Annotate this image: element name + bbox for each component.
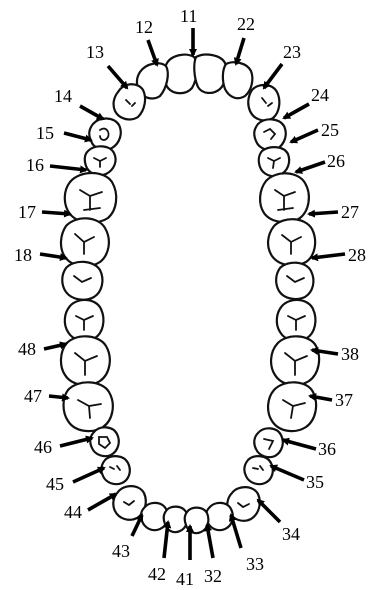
label-11: 11 <box>180 6 197 26</box>
label-38: 38 <box>341 344 359 364</box>
label-23: 23 <box>283 42 301 62</box>
arrow-16 <box>50 166 86 170</box>
arrow-13 <box>108 66 127 88</box>
arrow-44 <box>88 494 116 510</box>
tooth-33 <box>206 503 233 530</box>
label-16: 16 <box>26 155 44 175</box>
arrow-36 <box>283 440 316 449</box>
label-14: 14 <box>54 86 72 106</box>
arrow-25 <box>291 130 318 142</box>
label-36: 36 <box>318 439 336 459</box>
lower-arch <box>61 300 319 533</box>
arrow-27 <box>309 212 338 214</box>
arrow-45 <box>73 468 104 482</box>
label-25: 25 <box>321 120 339 140</box>
arrow-46 <box>60 438 92 446</box>
label-26: 26 <box>327 151 345 171</box>
arrow-14 <box>80 106 103 119</box>
tooth-24 <box>254 119 286 150</box>
label-32: 32 <box>204 566 222 586</box>
label-18: 18 <box>14 245 32 265</box>
label-35: 35 <box>306 472 324 492</box>
label-41: 41 <box>176 569 194 589</box>
label-48: 48 <box>18 339 36 359</box>
arrow-34 <box>258 500 280 522</box>
arrow-18 <box>40 254 66 258</box>
tooth-14 <box>89 118 121 149</box>
arrow-32 <box>207 525 213 558</box>
tooth-21 <box>194 55 226 93</box>
tooth-46 <box>90 427 119 456</box>
arrow-28 <box>312 254 345 258</box>
tooth-labels: 11 12 13 14 15 16 17 18 22 23 24 25 26 2… <box>14 6 366 589</box>
label-45: 45 <box>46 474 64 494</box>
tooth-23 <box>248 85 279 120</box>
label-37: 37 <box>335 390 353 410</box>
tooth-41-32 <box>185 508 209 534</box>
label-34: 34 <box>282 524 300 544</box>
arrow-47 <box>49 396 68 398</box>
tooth-45 <box>101 456 130 484</box>
label-13: 13 <box>86 42 104 62</box>
arrow-12 <box>148 40 157 65</box>
arrow-35 <box>271 466 304 480</box>
tooth-36 <box>254 428 283 457</box>
tooth-13 <box>114 84 145 119</box>
label-44: 44 <box>64 502 82 522</box>
label-46: 46 <box>34 437 52 457</box>
arrow-24 <box>284 104 309 118</box>
arrow-42 <box>164 522 168 558</box>
label-24: 24 <box>311 85 329 105</box>
label-42: 42 <box>148 564 166 584</box>
label-17: 17 <box>18 202 36 222</box>
arrow-26 <box>296 162 325 172</box>
arrow-22 <box>236 38 244 64</box>
label-22: 22 <box>237 14 255 34</box>
label-28: 28 <box>348 245 366 265</box>
label-12: 12 <box>135 17 153 37</box>
label-43: 43 <box>112 541 130 561</box>
arrow-15 <box>64 133 91 140</box>
arrow-17 <box>42 212 70 214</box>
arrow-23 <box>264 64 282 88</box>
tooth-18 <box>62 262 102 300</box>
tooth-35 <box>244 456 273 484</box>
label-47: 47 <box>24 386 42 406</box>
label-27: 27 <box>341 202 359 222</box>
tooth-22 <box>223 62 252 98</box>
label-15: 15 <box>36 123 54 143</box>
label-33: 33 <box>246 554 264 574</box>
upper-arch <box>61 55 315 300</box>
